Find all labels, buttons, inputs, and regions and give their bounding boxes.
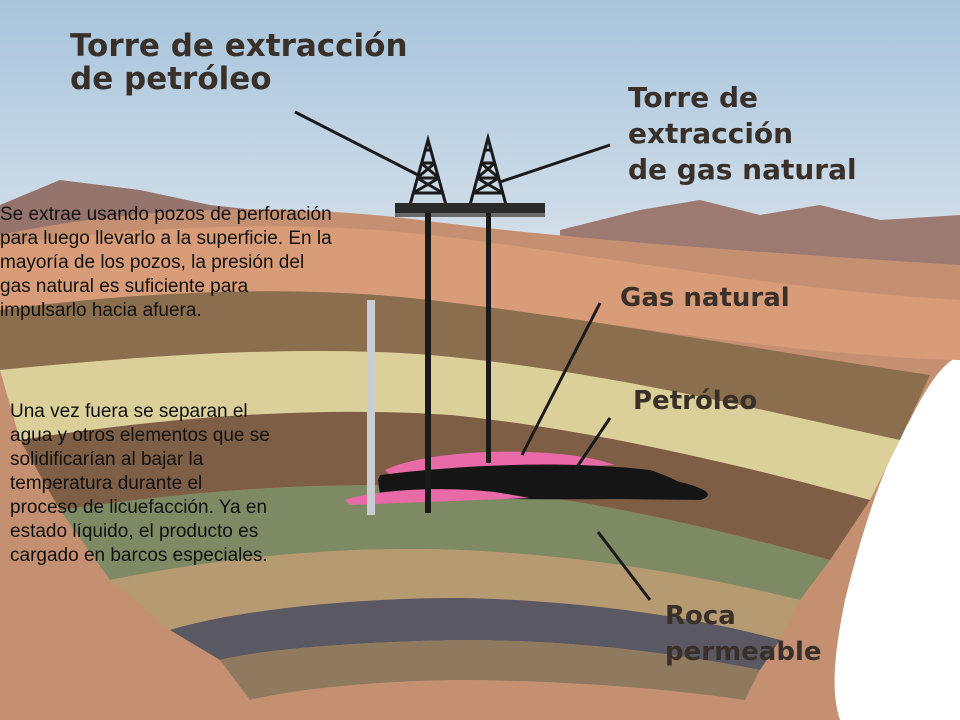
- platform-rail: [395, 213, 545, 217]
- deep-stratum: [220, 640, 760, 700]
- drilling-platform: [395, 203, 545, 213]
- label-gas-tower: Torre de extracción de gas natural: [628, 80, 857, 188]
- stratum-green-band: [60, 485, 830, 600]
- caption-processing-line: agua y otros elementos que se: [10, 425, 270, 446]
- label-gas-tower-line2: extracción: [628, 117, 794, 150]
- oil-derrick-icon: [408, 134, 448, 206]
- caption-extraction-line: impulsarlo hacia afuera.: [0, 300, 202, 321]
- label-petroleo: Petróleo: [633, 386, 758, 416]
- well-pipe-oil: [425, 213, 431, 513]
- label-gas-natural: Gas natural: [620, 283, 790, 313]
- caption-processing-line: temperatura durante el: [10, 473, 203, 494]
- stratum-yellow-band: [0, 350, 900, 500]
- caption-processing-line: solidificarían al bajar la: [10, 449, 204, 470]
- leader-line-oil-tower: [294, 110, 419, 177]
- caption-extraction-line: para luego llevarlo a la superficie. En …: [0, 228, 332, 249]
- caption-extraction: Se extrae usando pozos de perforación pa…: [0, 203, 420, 323]
- caption-extraction-line: Se extrae usando pozos de perforación: [0, 204, 332, 225]
- well-pipe-grey: [367, 300, 375, 515]
- caption-processing: Una vez fuera se separan el agua y otros…: [10, 400, 350, 568]
- permeable-rock-layer: [170, 598, 780, 670]
- caption-processing-line: Una vez fuera se separan el: [10, 401, 248, 422]
- label-gas-tower-line1: Torre de: [628, 81, 759, 114]
- label-oil-tower-line1: Torre de extracción: [70, 28, 408, 64]
- label-gas-tower-line3: de gas natural: [628, 153, 857, 186]
- caption-extraction-line: gas natural es suficiente para: [0, 276, 249, 297]
- gas-pocket-lower: [345, 489, 530, 505]
- leader-line-roca: [596, 531, 652, 601]
- well-pipe-gas: [486, 213, 491, 463]
- caption-processing-line: estado líquido, el producto es: [10, 521, 259, 542]
- caption-processing-line: proceso de licuefacción. Ya en: [10, 497, 268, 518]
- caption-extraction-line: mayoría de los pozos, la presión del: [0, 252, 305, 273]
- leader-line-petroleo: [573, 417, 612, 471]
- caption-processing-line: cargado en barcos especiales.: [10, 545, 268, 566]
- label-oil-tower-line2: de petróleo: [70, 60, 272, 97]
- leader-line-gas-tower: [499, 143, 611, 184]
- stratum-orange-band: [0, 226, 960, 360]
- oil-pocket-lower: [455, 478, 708, 500]
- gas-derrick-icon: [468, 132, 508, 206]
- ground-right: [834, 355, 960, 720]
- stratum-brown-band-1: [0, 291, 930, 440]
- leader-line-gas-natural: [520, 302, 602, 456]
- label-roca-line1: Roca: [665, 601, 736, 631]
- label-roca-permeable: Roca permeable: [665, 598, 822, 670]
- label-oil-tower: Torre de extracción de petróleo: [70, 30, 408, 95]
- label-roca-line2: permeable: [665, 637, 822, 667]
